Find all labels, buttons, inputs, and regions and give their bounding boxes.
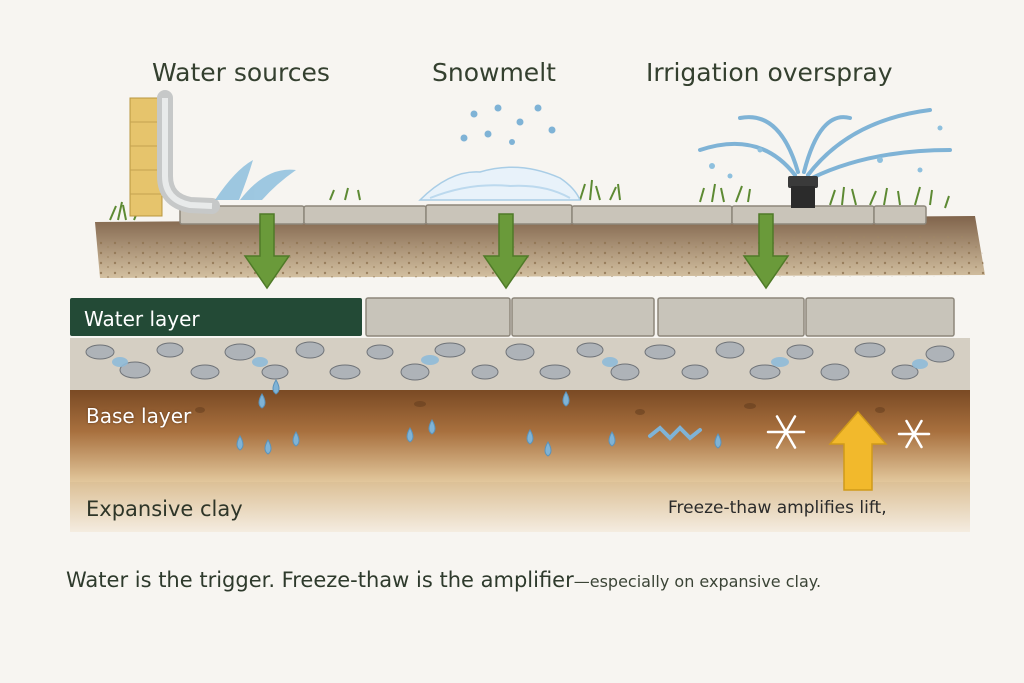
caption: Water is the trigger. Freeze-thaw is the…: [66, 568, 821, 592]
base-layer-label: Base layer: [86, 404, 192, 428]
water-layer-tag: [70, 298, 362, 336]
expansive-clay-label: Expansive clay: [86, 497, 243, 521]
caption-main: Water is the trigger. Freeze-thaw is the…: [66, 568, 574, 592]
snowmelt-label: Snowmelt: [432, 58, 556, 87]
downspout-icon: [129, 90, 296, 217]
freeze-thaw-label: Freeze-thaw amplifies lift,: [668, 498, 887, 518]
base-soil-layer: [70, 379, 970, 482]
gravel-layer: [70, 338, 970, 390]
clay-layer: [70, 482, 970, 532]
snowflake-icon: [766, 415, 931, 449]
caption-secondary: —especially on expansive clay.: [573, 572, 822, 591]
down-arrow-icon: [243, 213, 790, 290]
water-layer-label: Water layer: [84, 307, 200, 331]
sprinkler-head-icon: [698, 108, 952, 208]
water-drops: [236, 379, 722, 457]
water-sources-label: Water sources: [152, 58, 330, 87]
grass: [109, 179, 950, 221]
irrigation-label: Irrigation overspray: [646, 58, 893, 87]
snowmelt-pile: [418, 104, 582, 201]
paver-row: [365, 297, 955, 337]
up-arrow-icon: [828, 410, 888, 491]
